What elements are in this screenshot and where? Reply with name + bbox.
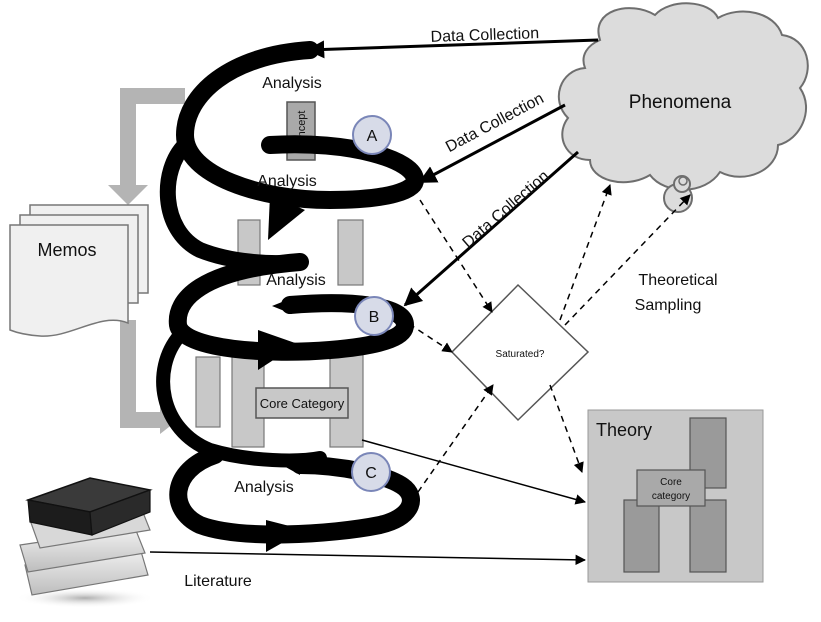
theory-core-label-line1: Core xyxy=(660,477,682,488)
spiral-arrowhead-4 xyxy=(282,458,300,475)
theory-title: Theory xyxy=(596,420,652,440)
spiral-arrowhead-1 xyxy=(268,195,305,240)
memo-arrow xyxy=(120,88,185,428)
memo-arrow-head-down xyxy=(108,185,148,205)
marker-c: C xyxy=(351,452,391,492)
theory-core-box xyxy=(636,469,706,507)
saturated-diamond: Saturated? xyxy=(450,283,590,422)
core-category-label: Core Category xyxy=(260,396,345,411)
memos-label: Memos xyxy=(37,240,96,260)
category-boxes: Core Category xyxy=(195,219,364,448)
data-collection-arrows xyxy=(306,38,599,307)
phenomena-cloud: Phenomena xyxy=(558,2,809,213)
marker-b-label: B xyxy=(369,309,380,326)
analysis-label-1: Analysis xyxy=(262,75,322,92)
books-icon xyxy=(15,477,155,608)
data-collection-label-3: Data Collection xyxy=(460,168,553,252)
saturated-label: Saturated? xyxy=(496,349,545,360)
marker-a: A xyxy=(352,115,392,155)
memos-stack: Memos xyxy=(9,204,149,337)
data-collection-label-1: Data Collection xyxy=(430,25,539,46)
marker-c-label: C xyxy=(365,465,377,482)
theoretical-sampling-label-line2: Sampling xyxy=(635,297,702,314)
literature-label: Literature xyxy=(184,573,252,590)
theory-panel: Theory Core category xyxy=(587,409,764,583)
phenomena-label: Phenomena xyxy=(629,92,732,113)
theory-core-label-line2: category xyxy=(652,491,690,502)
marker-a-label: A xyxy=(367,128,378,145)
marker-b: B xyxy=(354,296,394,336)
spiral-arrowhead-2 xyxy=(258,330,298,370)
dashed-flows xyxy=(399,184,691,493)
analysis-label-4: Analysis xyxy=(234,479,294,496)
analysis-label-2: Analysis xyxy=(257,173,317,190)
spiral-arrowhead-5 xyxy=(272,298,292,314)
analysis-label-3: Analysis xyxy=(266,272,326,289)
spiral-arrowhead-3 xyxy=(266,520,305,552)
theoretical-sampling-label-line1: Theoretical xyxy=(638,272,717,289)
solid-connectors xyxy=(149,439,587,566)
core-category-box xyxy=(255,387,349,419)
